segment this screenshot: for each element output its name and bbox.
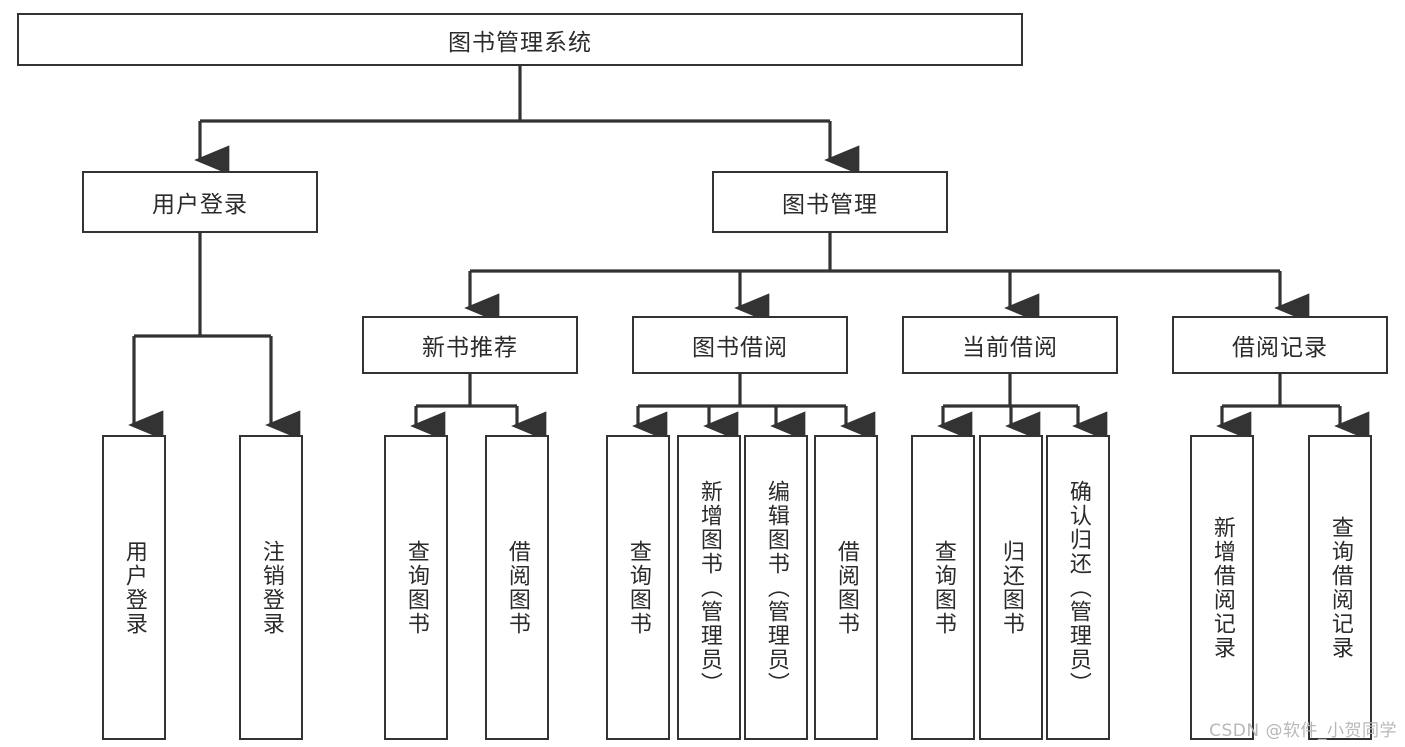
node-label: 图书管理系统 (448, 29, 592, 56)
node-leaf-user-login[interactable]: 用户登录 (102, 435, 166, 740)
node-label: 图书借阅 (692, 335, 788, 361)
node-label: 新增借阅记录 (1209, 515, 1235, 660)
node-label: 查询借阅记录 (1327, 515, 1353, 660)
node-label: 新书推荐 (422, 335, 518, 361)
node-label: 借阅记录 (1232, 335, 1328, 361)
node-root-book-management-system[interactable]: 图书管理系统 (17, 13, 1023, 66)
node-user-login[interactable]: 用户登录 (82, 171, 318, 233)
node-label: 查询图书 (625, 539, 651, 636)
node-leaf-confirm-return-admin[interactable]: 确认归还（管理员） (1046, 435, 1110, 740)
node-leaf-logout[interactable]: 注销登录 (239, 435, 303, 740)
node-label: 编辑图书（管理员） (763, 479, 789, 696)
node-label: 归还图书 (998, 539, 1024, 636)
node-new-book-recommend[interactable]: 新书推荐 (362, 316, 578, 374)
node-leaf-return-book[interactable]: 归还图书 (979, 435, 1043, 740)
node-label: 图书管理 (782, 192, 878, 218)
node-label: 查询图书 (403, 539, 429, 636)
node-label: 确认归还（管理员） (1065, 479, 1091, 696)
node-label: 借阅图书 (504, 539, 530, 636)
node-leaf-edit-book-admin[interactable]: 编辑图书（管理员） (744, 435, 808, 740)
node-leaf-query-book-borrow[interactable]: 查询图书 (606, 435, 670, 740)
node-label: 用户登录 (152, 192, 248, 218)
node-leaf-borrow-book[interactable]: 借阅图书 (814, 435, 878, 740)
node-label: 查询图书 (930, 539, 956, 636)
node-label: 借阅图书 (833, 539, 859, 636)
node-leaf-query-book-current[interactable]: 查询图书 (911, 435, 975, 740)
node-borrow-record[interactable]: 借阅记录 (1172, 316, 1388, 374)
node-leaf-add-borrow-record[interactable]: 新增借阅记录 (1190, 435, 1254, 740)
node-leaf-query-borrow-record[interactable]: 查询借阅记录 (1308, 435, 1372, 740)
node-book-management[interactable]: 图书管理 (712, 171, 948, 233)
node-label: 新增图书（管理员） (696, 479, 722, 696)
node-leaf-add-book-admin[interactable]: 新增图书（管理员） (677, 435, 741, 740)
node-book-borrow[interactable]: 图书借阅 (632, 316, 848, 374)
watermark-text: CSDN @软件_小贺同学 (1209, 721, 1397, 741)
node-leaf-query-book-recommend[interactable]: 查询图书 (384, 435, 448, 740)
node-label: 用户登录 (121, 539, 147, 636)
node-label: 注销登录 (258, 539, 284, 636)
node-label: 当前借阅 (962, 335, 1058, 361)
node-current-borrow[interactable]: 当前借阅 (902, 316, 1118, 374)
node-leaf-borrow-book-recommend[interactable]: 借阅图书 (485, 435, 549, 740)
